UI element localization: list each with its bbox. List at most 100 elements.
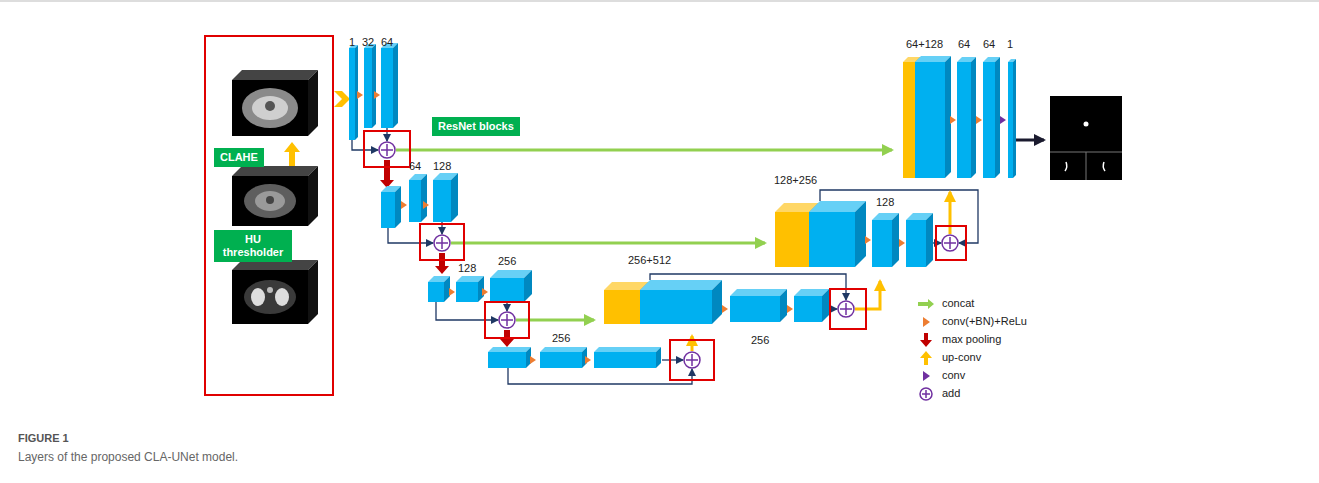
output-arrow: [1016, 139, 1044, 142]
feature-map-block: [957, 57, 976, 178]
legend-swatch: [923, 317, 930, 327]
figure-number: FIGURE 1: [18, 432, 69, 445]
maxpool-arrows: [380, 160, 514, 347]
step-label: HU thresholder: [220, 233, 286, 259]
feature-map-block: [594, 347, 661, 368]
legend-swatch: [918, 299, 934, 309]
feature-map-block: [349, 45, 358, 140]
conv-triangle: [374, 91, 380, 99]
feature-map-block: [381, 43, 398, 128]
conv-triangle: [530, 356, 536, 364]
channel-count: 128: [458, 262, 476, 275]
channel-count: 64: [381, 36, 393, 49]
feature-map-block: [640, 280, 722, 324]
channel-count: 256: [498, 255, 516, 268]
segmentation-output: [1050, 96, 1122, 180]
add-symbol: [942, 235, 958, 251]
input-frame: [205, 36, 333, 395]
channel-count: 128: [876, 196, 894, 209]
add-symbol: [379, 142, 395, 158]
feature-map-block: [428, 276, 450, 302]
feature-map-block: [730, 289, 787, 322]
step-box: HU thresholder: [214, 230, 292, 262]
legend-text: conv(+BN)+ReLu: [942, 315, 1027, 328]
legend-text: up-conv: [942, 351, 981, 364]
legend-sample: [917, 314, 937, 330]
residual-lines: [352, 128, 978, 384]
conv-triangle: [482, 288, 488, 296]
conv-triangle: [1000, 116, 1006, 124]
add-symbol: [434, 235, 450, 251]
conv-triangle: [401, 201, 407, 209]
conv-triangle: [423, 201, 429, 209]
feature-map-block: [490, 270, 532, 302]
feature-map-block: [906, 213, 933, 267]
add-symbols: [379, 142, 958, 368]
feature-maps: [349, 43, 1016, 368]
conv-triangle: [899, 239, 905, 247]
ct-image-clahe: [232, 70, 318, 136]
top-rule: [0, 1, 1319, 2]
legend-sample: [917, 350, 937, 366]
step-label: ResNet blocks: [438, 120, 514, 133]
upconv-arrows: [692, 192, 950, 351]
add-symbol: [838, 301, 854, 317]
channel-count: 128+256: [774, 174, 817, 187]
feature-map-block: [364, 44, 376, 128]
channel-count: 64+128: [906, 38, 943, 51]
legend-text: concat: [942, 297, 974, 310]
feature-map-block: [915, 56, 951, 178]
step-box: CLAHE: [214, 148, 264, 167]
ct-image-hu: [232, 260, 318, 324]
conv-triangle: [585, 356, 591, 364]
channel-count: 64: [409, 160, 421, 173]
add-symbol: [920, 388, 932, 400]
legend-swatch: [923, 371, 930, 381]
channel-count: 128: [433, 160, 451, 173]
input-arrow: [334, 91, 350, 107]
residual-highlights: [364, 131, 966, 380]
legend-sample: [917, 386, 937, 402]
conv-triangle: [787, 305, 793, 313]
conv-triangle: [722, 305, 728, 313]
channel-count: 256: [751, 334, 769, 347]
legend-text: max pooling: [942, 333, 1001, 346]
conv-triangle: [976, 116, 982, 124]
legend-sample: [917, 296, 937, 312]
figure-caption: Layers of the proposed CLA-UNet model.: [18, 450, 238, 464]
step-box: ResNet blocks: [432, 117, 520, 136]
channel-count: 256+512: [628, 254, 671, 267]
feature-map-block: [809, 201, 866, 267]
legend-sample: [917, 368, 937, 384]
conv-triangle: [449, 288, 455, 296]
feature-map-block: [540, 347, 587, 368]
legend-swatch: [920, 333, 932, 347]
feature-map-block: [872, 213, 899, 267]
channel-count: 64: [983, 38, 995, 51]
conv-triangle: [865, 236, 871, 244]
channel-count: 1: [349, 36, 355, 49]
add-symbol: [499, 312, 515, 328]
channel-count: 1: [1007, 38, 1013, 51]
legend-text: conv: [942, 369, 965, 382]
feature-map-block: [794, 289, 829, 322]
feature-map-block: [409, 174, 427, 222]
channel-count: 32: [362, 36, 374, 49]
channel-count: 256: [552, 332, 570, 345]
clahe-arrow: [284, 142, 300, 166]
feature-map-block: [488, 347, 531, 368]
add-symbol: [684, 352, 700, 368]
legend-sample: [917, 332, 937, 348]
step-label: CLAHE: [220, 151, 258, 164]
feature-map-block: [1008, 59, 1016, 178]
channel-count: 64: [958, 38, 970, 51]
feature-map-block: [381, 186, 401, 228]
conv-triangle: [357, 91, 363, 99]
conv-triangle: [950, 116, 956, 124]
legend-swatch: [920, 351, 932, 365]
feature-map-block: [983, 57, 1000, 178]
feature-map-block: [456, 276, 484, 302]
